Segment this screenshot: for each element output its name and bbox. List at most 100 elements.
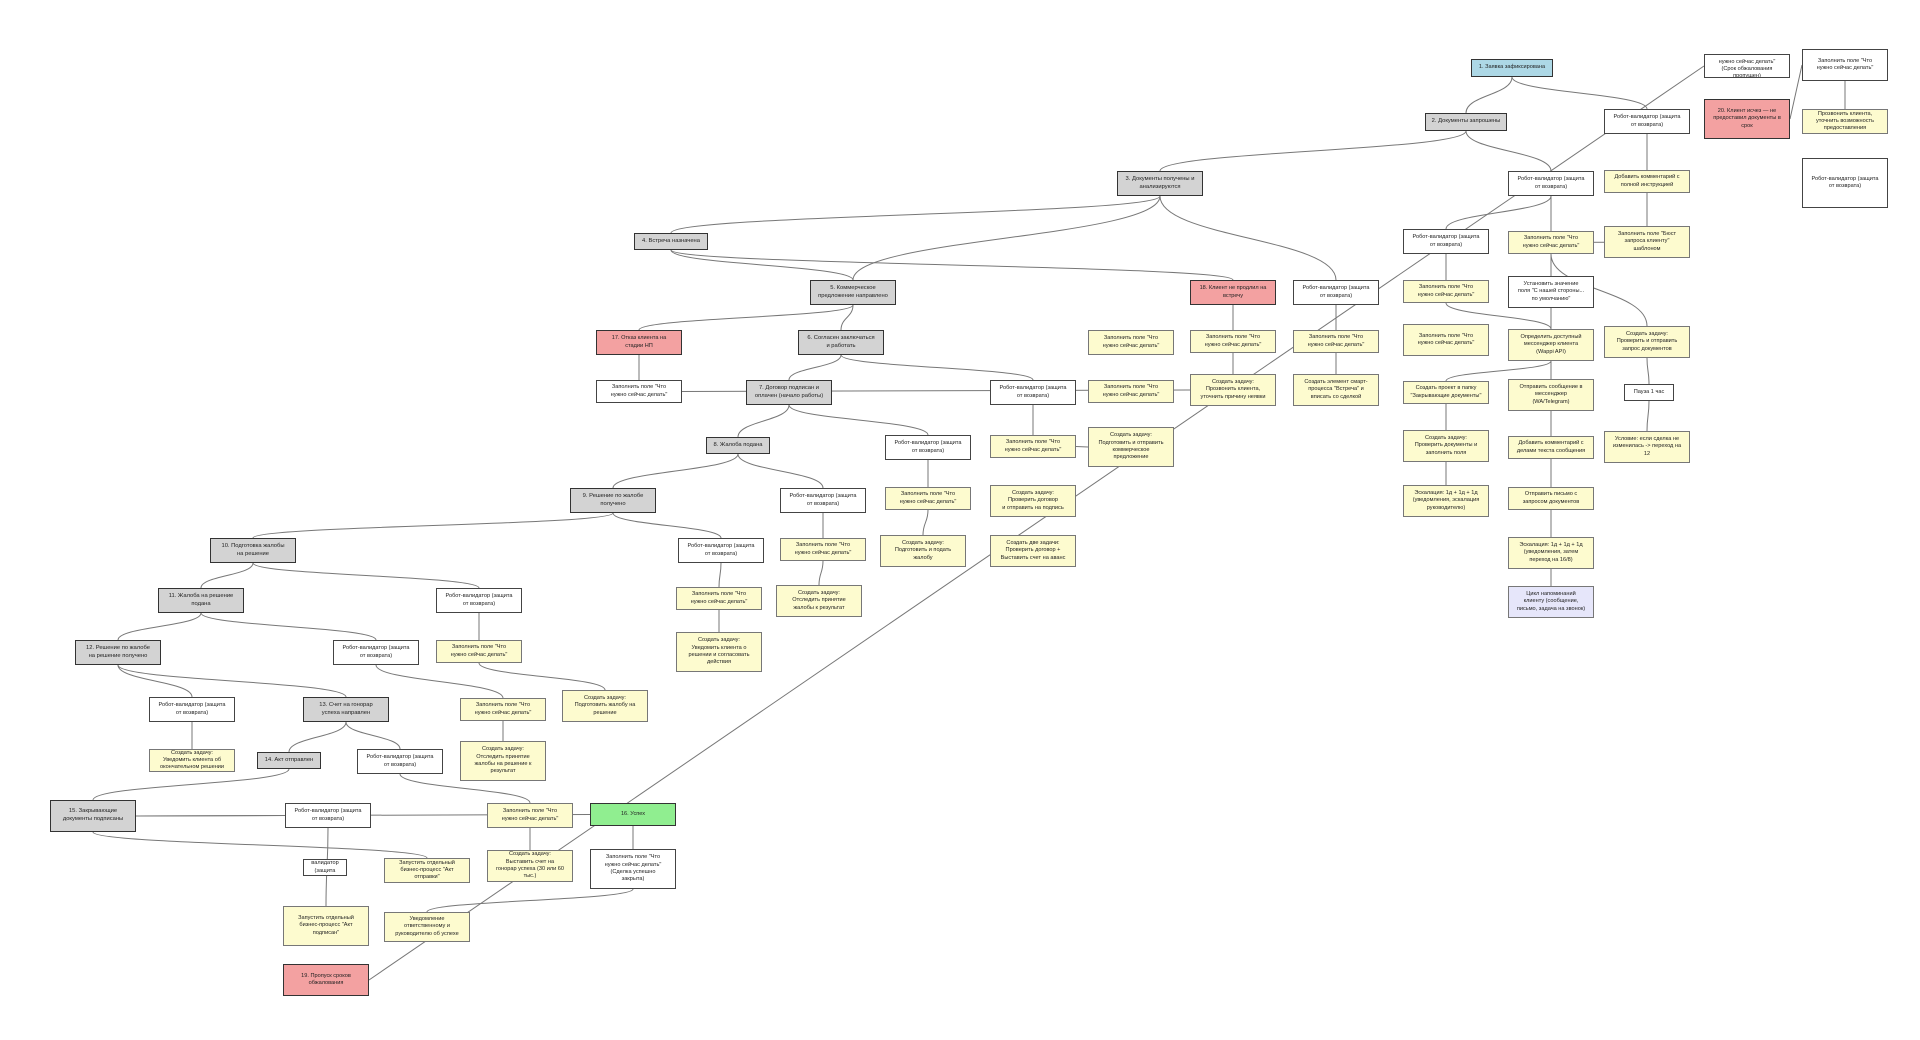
node-action[interactable]: Эскалация: 1д + 1д + 1д (уведомления, за… [1508,537,1594,569]
node-stage[interactable]: 3. Документы получены и анализируются [1117,171,1203,196]
node-action[interactable]: Заполнить поле "Что нужно сейчас делать" [460,698,546,721]
node-stage[interactable]: 8. Жалоба подана [706,437,770,454]
node-red[interactable]: 18. Клиент не продлил на встречу [1190,280,1276,305]
node-action[interactable]: Создать задачу: Подготовить жалобу на ре… [562,690,648,722]
node-robot[interactable]: Робот-валидатор (защита от возврата) [285,803,371,828]
node-robot[interactable]: Пауза 1 час [1624,384,1674,401]
node-action[interactable]: Заполнить поле "Что нужно сейчас делать" [487,803,573,828]
node-robot[interactable]: Робот-валидатор (защита от возврата) [990,380,1076,405]
node-action[interactable]: Создать задачу: Выставить счет на гонора… [487,850,573,882]
node-stage[interactable]: 12. Решение по жалобе на решение получен… [75,640,161,665]
node-stage[interactable]: 13. Счет на гонорар успеха направлен [303,697,389,722]
node-robot[interactable]: Робот-валидатор (защита от возврата) [780,488,866,513]
node-robot[interactable]: Робот-валидатор (защита от возврата) [1604,109,1690,134]
node-action[interactable]: Эскалация: 1д + 1д + 1д (уведомления, эс… [1403,485,1489,517]
node-robot[interactable]: Робот-валидатор (защита от возврата) [333,640,419,665]
node-action[interactable]: Заполнить поле "Что нужно сейчас делать" [1403,280,1489,303]
node-stage[interactable]: 5. Коммерческое предложение направлено [810,280,896,305]
node-action[interactable]: Создать задачу: Проверить и отправить за… [1604,326,1690,358]
node-action[interactable]: Создать задачу: Подготовить и отправить … [1088,427,1174,467]
node-robot[interactable]: Заполнить поле "Что нужно сейчас делать"… [590,849,676,889]
node-robot[interactable]: Заполнить поле "Что нужно сейчас делать"… [1704,54,1790,78]
edge [135,815,286,817]
edge [1159,130,1467,172]
node-action[interactable]: Заполнить поле "Что нужно сейчас делать" [885,487,971,510]
edge [638,304,854,331]
node-action[interactable]: Создать проект в папку "Закрывающие доку… [1403,381,1489,404]
node-action[interactable]: Заполнить поле "Что нужно сейчас делать" [1508,231,1594,254]
node-stage[interactable]: 4. Встреча назначена [634,233,708,250]
edge [612,512,722,539]
node-action[interactable]: Добавить комментарий с делами текста соо… [1508,436,1594,459]
node-action[interactable]: Создать элемент смарт- процесса "Встреча… [1293,374,1379,406]
node-action[interactable]: Условие: если сделка не изменилась -> пе… [1604,431,1690,463]
node-blue[interactable]: 1. Заявка зафиксирована [1471,59,1553,77]
node-action[interactable]: Добавить комментарий с полной инструкцие… [1604,170,1690,193]
node-stage[interactable]: 9. Решение по жалобе получено [570,488,656,513]
node-action[interactable]: Заполнить поле "Что нужно сейчас делать" [436,640,522,663]
node-stage[interactable]: 14. Акт отправлен [257,752,321,769]
edge [612,453,739,489]
node-robot[interactable]: Робот-валидатор (защита от возврата) [436,588,522,613]
edge [1646,357,1650,385]
node-action[interactable]: Создать задачу: Прозвонить клиента, уточ… [1190,374,1276,406]
node-stage[interactable]: 6. Согласен заключаться и работать [798,330,884,355]
node-action[interactable]: Отправить сообщение в мессенджер (WA/Tel… [1508,379,1594,411]
node-action[interactable]: Заполнить поле "Что нужно сейчас делать" [1403,324,1489,356]
node-action[interactable]: Запустить отдельный бизнес-процесс "Акт … [384,858,470,883]
node-robot[interactable]: Робот-валидатор (защита от возврата) [303,859,347,876]
node-action[interactable]: Заполнить поле "Что нужно сейчас делать" [1088,330,1174,355]
edge [117,664,193,698]
node-action[interactable]: Отправить письмо с запросом документов [1508,487,1594,510]
node-action[interactable]: Создать задачу: Проверить документы и за… [1403,430,1489,462]
node-stage[interactable]: 7. Договор подписан и оплачен (начало ра… [746,380,832,405]
node-green[interactable]: 16. Успех [590,803,676,826]
node-stage[interactable]: 11. Жалоба на решение подана [158,588,244,613]
node-action[interactable]: Заполнить поле "Что нужно сейчас делать" [1088,380,1174,403]
edge [1789,64,1803,120]
node-action[interactable]: Заполнить поле "Что нужно сейчас делать" [676,587,762,610]
node-action[interactable]: Создать задачу: Подготовить и подать жал… [880,535,966,567]
node-action[interactable]: Создать задачу: Проверить договор и отпр… [990,485,1076,517]
node-lav[interactable]: Цикл напоминаний клиенту (сообщение, пис… [1508,586,1594,618]
node-action[interactable]: Создать задачу: Уведомить клиента об око… [149,749,235,772]
node-action[interactable]: Заполнить поле "Что нужно сейчас делать" [780,538,866,561]
node-action[interactable]: Создать задачу: Уведомить клиента о реше… [676,632,762,672]
node-robot[interactable]: Робот-валидатор (защита от возврата) [149,697,235,722]
edge [670,195,1161,234]
node-robot[interactable]: Робот-валидатор (защита от возврата) [1403,229,1489,254]
edge [840,354,1034,381]
node-robot[interactable]: Заполнить поле "Что нужно сейчас делать" [1802,49,1888,81]
node-action[interactable]: Создать две задачи: Проверить договор + … [990,535,1076,567]
node-action[interactable]: Заполнить поле "Что нужно сейчас делать" [1190,330,1276,353]
node-robot[interactable]: Робот-валидатор (защита от возврата) [1293,280,1379,305]
edge [478,662,606,691]
node-red[interactable]: 20. Клиент исчез — не предоставил докуме… [1704,99,1790,139]
edge [1159,195,1337,281]
node-action[interactable]: Заполнить поле "Что нужно сейчас делать" [990,435,1076,458]
edge [252,512,614,539]
edge [252,562,480,589]
node-robot[interactable]: Робот-валидатор (защита от возврата) [1508,171,1594,196]
node-red[interactable]: 19. Пропуск сроков обжалования [283,964,369,996]
node-robot[interactable]: Заполнить поле "Что нужно сейчас делать" [596,380,682,403]
node-action[interactable]: Создать задачу: Отследить принятие жалоб… [460,741,546,781]
node-action[interactable]: Создать задачу: Прозвонить клиента, уточ… [1802,109,1888,134]
node-action[interactable]: Создать задачу: Отследить принятие жалоб… [776,585,862,617]
node-robot[interactable]: Робот-валидатор (защита от возврата) [678,538,764,563]
node-action[interactable]: Запустить отдельный бизнес-процесс "Акт … [283,906,369,946]
node-stage[interactable]: 10. Подготовка жалобы на решение [210,538,296,563]
edge [788,354,842,381]
node-robot[interactable]: Робот-валидатор (защита от возврата) [885,435,971,460]
node-stage[interactable]: 2. Документы запрошены [1425,113,1507,131]
node-robot[interactable]: Робот-валидатор (защита от возврата) [1802,158,1888,208]
node-action[interactable]: Заполнить поле "Бюст запроса клиенту" ша… [1604,226,1690,258]
node-action[interactable]: Заполнить поле "Что нужно сейчас делать" [1293,330,1379,353]
edge [426,888,634,913]
node-red[interactable]: 17. Отказ клиента на стадии НП [596,330,682,355]
node-stage[interactable]: 15. Закрывающие документы подписаны [50,800,136,832]
node-robot[interactable]: Робот-валидатор (защита от возврата) [357,749,443,774]
node-action[interactable]: Определить доступный мессенджер клиента … [1508,329,1594,361]
node-robot[interactable]: Установить значение поля "С нашей сторон… [1508,276,1594,308]
node-action[interactable]: Уведомление ответственному и руководител… [384,912,470,942]
